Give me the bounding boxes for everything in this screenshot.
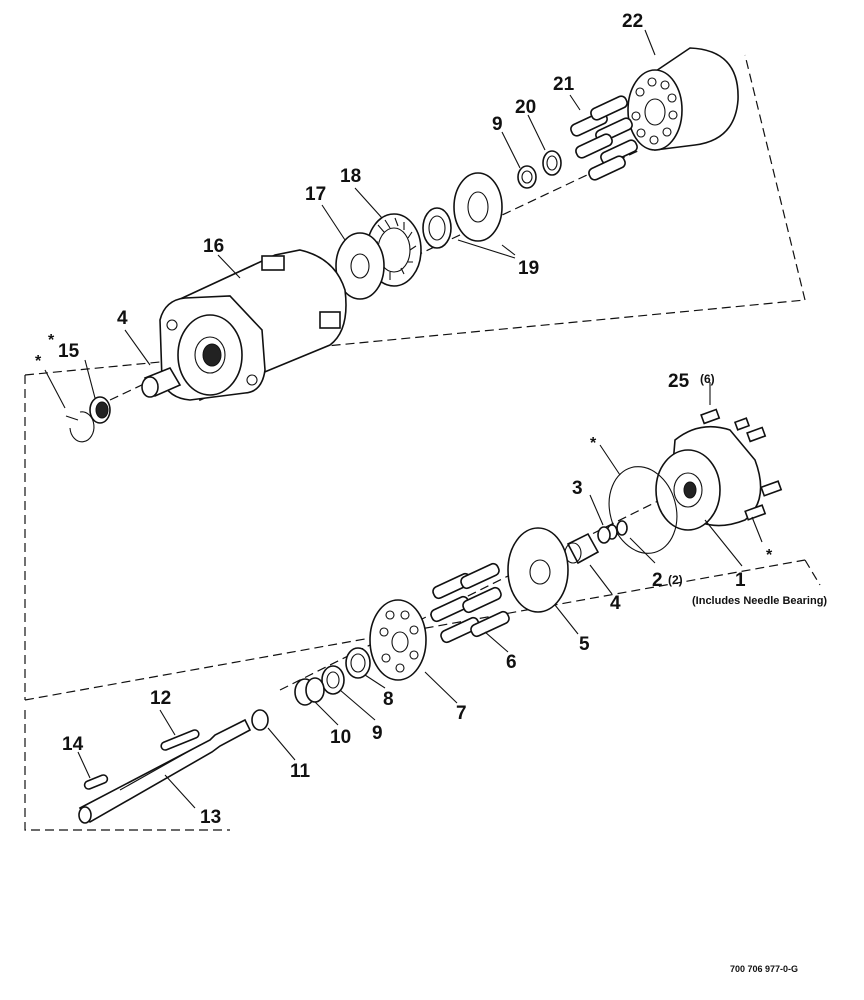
callout-9-lower: 9: [372, 723, 383, 744]
part-12-key: [160, 729, 200, 751]
part-20-ring: [542, 150, 562, 176]
callout-17: 17: [305, 184, 326, 205]
part-14-key: [83, 774, 109, 790]
part-6-pistons: [430, 562, 510, 644]
part-10-retaining-rings: [294, 677, 325, 706]
callout-2: 2: [652, 570, 663, 591]
asterisk-15a: *: [48, 332, 55, 349]
part-7-retainer: [369, 599, 427, 681]
part-1-end-cover: [655, 425, 762, 531]
part-17-washer: [335, 232, 385, 300]
part-4-bushing-upper: [141, 367, 182, 398]
callout-19: 19: [518, 258, 539, 279]
callout-1: 1: [735, 570, 746, 591]
part-25-bolts: [700, 408, 783, 521]
callout-15: 15: [58, 341, 80, 362]
callout-4-lower: 4: [610, 593, 621, 614]
part-19-spring: [422, 207, 452, 249]
leader-lines: [44, 29, 763, 809]
assembly-boundary: [24, 54, 821, 831]
part-8-spring: [345, 647, 371, 679]
figure-number: 700 706 977-0-G: [730, 964, 798, 974]
callout-25: 25: [668, 371, 690, 392]
note-includes-needle-bearing: (Includes Needle Bearing): [692, 595, 827, 607]
part-3-ring: [597, 526, 611, 544]
callout-5: 5: [579, 634, 590, 655]
snap-ring-upper: [65, 411, 95, 443]
part-4-bearing-lower: [564, 532, 600, 565]
o-ring-gasket: [608, 466, 678, 554]
callout-9-upper: 9: [492, 114, 503, 135]
callout-13: 13: [200, 807, 221, 828]
part-11-snap-ring: [251, 709, 269, 731]
part-22-cylinder-barrel: [627, 47, 739, 151]
callout-8: 8: [383, 689, 394, 710]
callout-18: 18: [340, 166, 361, 187]
part-16-housing: [159, 249, 347, 402]
callout-3: 3: [572, 478, 583, 499]
callout-22: 22: [622, 11, 643, 32]
part-19-plate: [453, 172, 503, 242]
callout-20: 20: [515, 97, 536, 118]
part-21-pistons: [570, 95, 638, 181]
callout-10: 10: [330, 727, 351, 748]
callout-16: 16: [203, 236, 224, 257]
callout-11: 11: [290, 761, 311, 782]
qty-2: (2): [668, 573, 683, 587]
asterisk-bolt: *: [766, 547, 773, 564]
callout-21: 21: [553, 74, 575, 95]
part-9-ring-lower: [321, 665, 345, 695]
callout-6: 6: [506, 652, 517, 673]
asterisk-15b: *: [35, 353, 42, 370]
callout-14: 14: [62, 734, 84, 755]
lower-axis-line: [279, 479, 701, 691]
part-5-plate: [507, 527, 569, 613]
callout-12: 12: [150, 688, 171, 709]
part-13-shaft: [78, 718, 252, 824]
part-15-seal: [89, 396, 111, 424]
callouts: 22 21 20 9 18 17 19 16 4 15 * * 25 (6) *…: [35, 11, 827, 974]
asterisk-oring: *: [590, 435, 597, 452]
part-9-ring-upper: [517, 165, 537, 189]
qty-25: (6): [700, 372, 715, 386]
callout-4-upper: 4: [117, 308, 128, 329]
callout-7: 7: [456, 703, 467, 724]
